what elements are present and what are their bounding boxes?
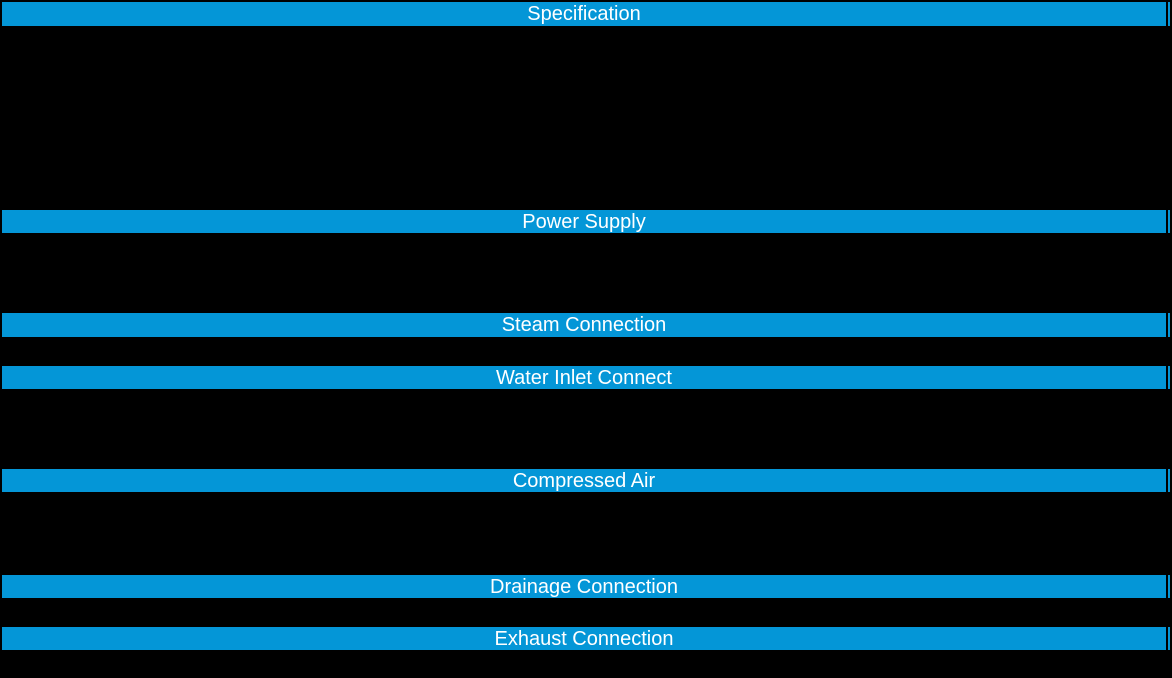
section-header-power-supply: Power Supply xyxy=(2,210,1170,233)
section-title: Power Supply xyxy=(522,210,646,233)
table-right-border xyxy=(1168,575,1170,598)
section-body-exhaust-connection xyxy=(0,650,1172,678)
section-title: Drainage Connection xyxy=(490,575,678,598)
section-body-drainage-connection xyxy=(0,598,1172,627)
header-bar: Specification xyxy=(2,2,1166,26)
section-title: Steam Connection xyxy=(501,314,667,336)
header-bar: Compressed Air xyxy=(2,469,1166,492)
section-title: Specification xyxy=(527,3,641,25)
section-body-steam-connection xyxy=(0,337,1172,366)
table-right-border xyxy=(1168,366,1170,389)
header-bar: Steam Connection xyxy=(2,313,1166,337)
section-body-water-inlet-connect xyxy=(0,389,1172,469)
section-body-power-supply xyxy=(0,233,1172,313)
section-header-specification: Specification xyxy=(2,2,1170,26)
table-right-border xyxy=(1168,627,1170,650)
section-title: Water Inlet Connect xyxy=(495,366,672,389)
section-header-compressed-air: Compressed Air xyxy=(2,469,1170,492)
table-right-border xyxy=(1168,469,1170,492)
header-bar: Drainage Connection xyxy=(2,575,1166,598)
section-header-water-inlet-connect: Water Inlet Connect xyxy=(2,366,1170,389)
section-body-compressed-air xyxy=(0,492,1172,575)
section-header-drainage-connection: Drainage Connection xyxy=(2,575,1170,598)
table-right-border xyxy=(1168,313,1170,337)
header-bar: Water Inlet Connect xyxy=(2,366,1166,389)
section-body-specification xyxy=(0,26,1172,210)
header-bar: Power Supply xyxy=(2,210,1166,233)
section-title: Exhaust Connection xyxy=(494,627,674,650)
table-right-border xyxy=(1168,2,1170,26)
section-header-exhaust-connection: Exhaust Connection xyxy=(2,627,1170,650)
section-header-steam-connection: Steam Connection xyxy=(2,313,1170,337)
header-bar: Exhaust Connection xyxy=(2,627,1166,650)
section-title: Compressed Air xyxy=(512,469,656,492)
table-right-border xyxy=(1168,210,1170,233)
